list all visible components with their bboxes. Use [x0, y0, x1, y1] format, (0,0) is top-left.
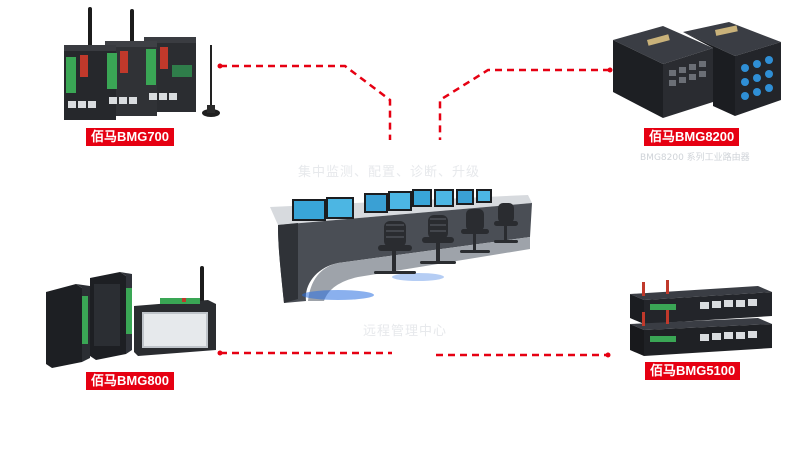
link-bmg700	[220, 64, 392, 140]
center-bottom-caption: 远程管理中心	[363, 324, 448, 339]
label-bmg8200: 佰马BMG8200	[644, 128, 740, 146]
bmg800-image	[46, 266, 216, 368]
device-bmg8200	[605, 18, 785, 123]
bmg8200-image	[613, 22, 781, 118]
bmg700-image	[64, 7, 220, 120]
device-bmg800	[42, 262, 222, 372]
label-bmg700: 佰马BMG700	[86, 128, 175, 146]
link-bmg8200	[438, 68, 610, 140]
center-top-caption: 集中监测、配置、诊断、升级	[298, 165, 481, 180]
control-center-image	[270, 189, 532, 303]
bmg5100-image	[630, 280, 772, 356]
label-bmg5100: 佰马BMG5100	[645, 362, 741, 380]
label-bmg800: 佰马BMG800	[86, 372, 175, 390]
device-bmg700	[50, 5, 225, 125]
caption-bmg8200: BMG8200 系列工业路由器	[640, 153, 750, 163]
device-bmg5100	[622, 278, 777, 358]
control-center	[268, 185, 538, 305]
